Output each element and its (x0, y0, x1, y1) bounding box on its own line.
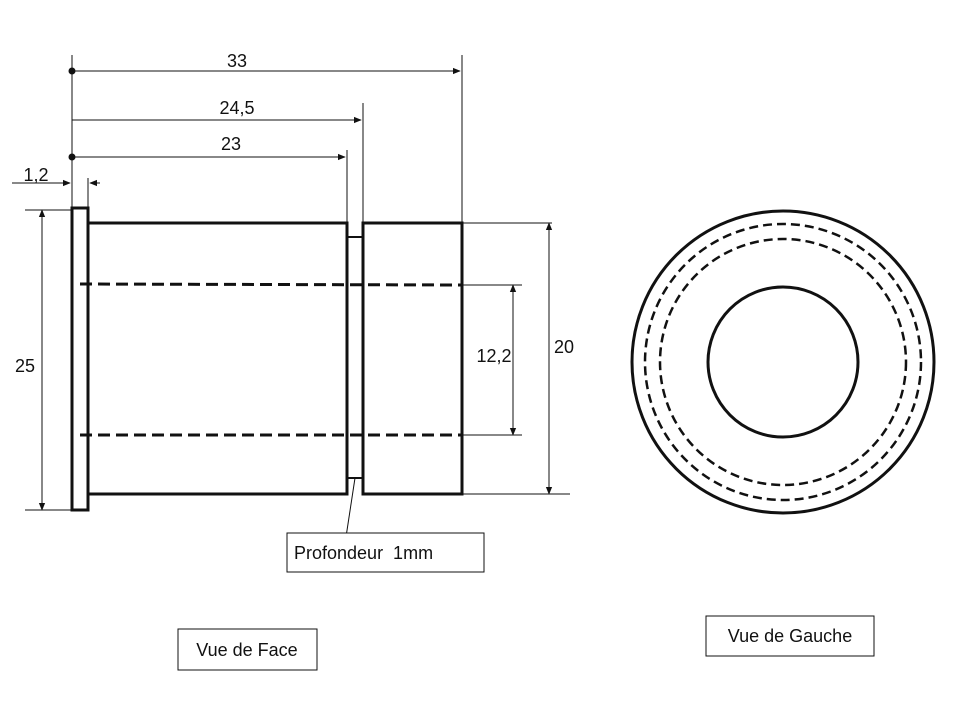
left-view-label-box: Vue de Gauche (705, 615, 875, 657)
front-view-label: Vue de Face (196, 640, 297, 660)
groove-note-box: Profondeur 1mm (286, 532, 485, 573)
groove-note-leader (345, 477, 356, 538)
bore-circle (706, 285, 860, 439)
dimension-labels: 33 24,5 23 1,2 25 12,2 20 (15, 51, 574, 376)
left-view-label-frame (705, 615, 875, 657)
front-view-label-box: Vue de Face (177, 628, 318, 671)
label-flange-diameter: 25 (15, 356, 35, 376)
left-view-label: Vue de Gauche (728, 626, 852, 646)
front-view (70, 206, 464, 512)
left-view (630, 209, 936, 515)
groove-outline (346, 236, 364, 479)
groove-note-text: Profondeur 1mm (294, 543, 433, 563)
end-section-outline (361, 221, 464, 496)
bore-hidden-line-top (79, 282, 463, 287)
groove-note-frame (286, 532, 485, 573)
front-view-label-frame (177, 628, 318, 671)
label-total-length: 33 (227, 51, 247, 71)
label-body-diameter: 20 (554, 337, 574, 357)
label-flange-thickness: 1,2 (23, 165, 48, 185)
flange-outline (70, 206, 90, 512)
dimension-lines (12, 55, 570, 538)
label-groove-position: 24,5 (219, 98, 254, 118)
hidden-circle-inner (658, 237, 908, 487)
label-body-length: 23 (221, 134, 241, 154)
label-bore-diameter: 12,2 (476, 346, 511, 366)
flange-circle (630, 209, 936, 515)
origin-dot-23 (68, 153, 76, 161)
body-outline (86, 221, 349, 496)
origin-dot-33 (68, 67, 76, 75)
hidden-circle-outer (643, 222, 923, 502)
origin-dots (68, 67, 76, 161)
